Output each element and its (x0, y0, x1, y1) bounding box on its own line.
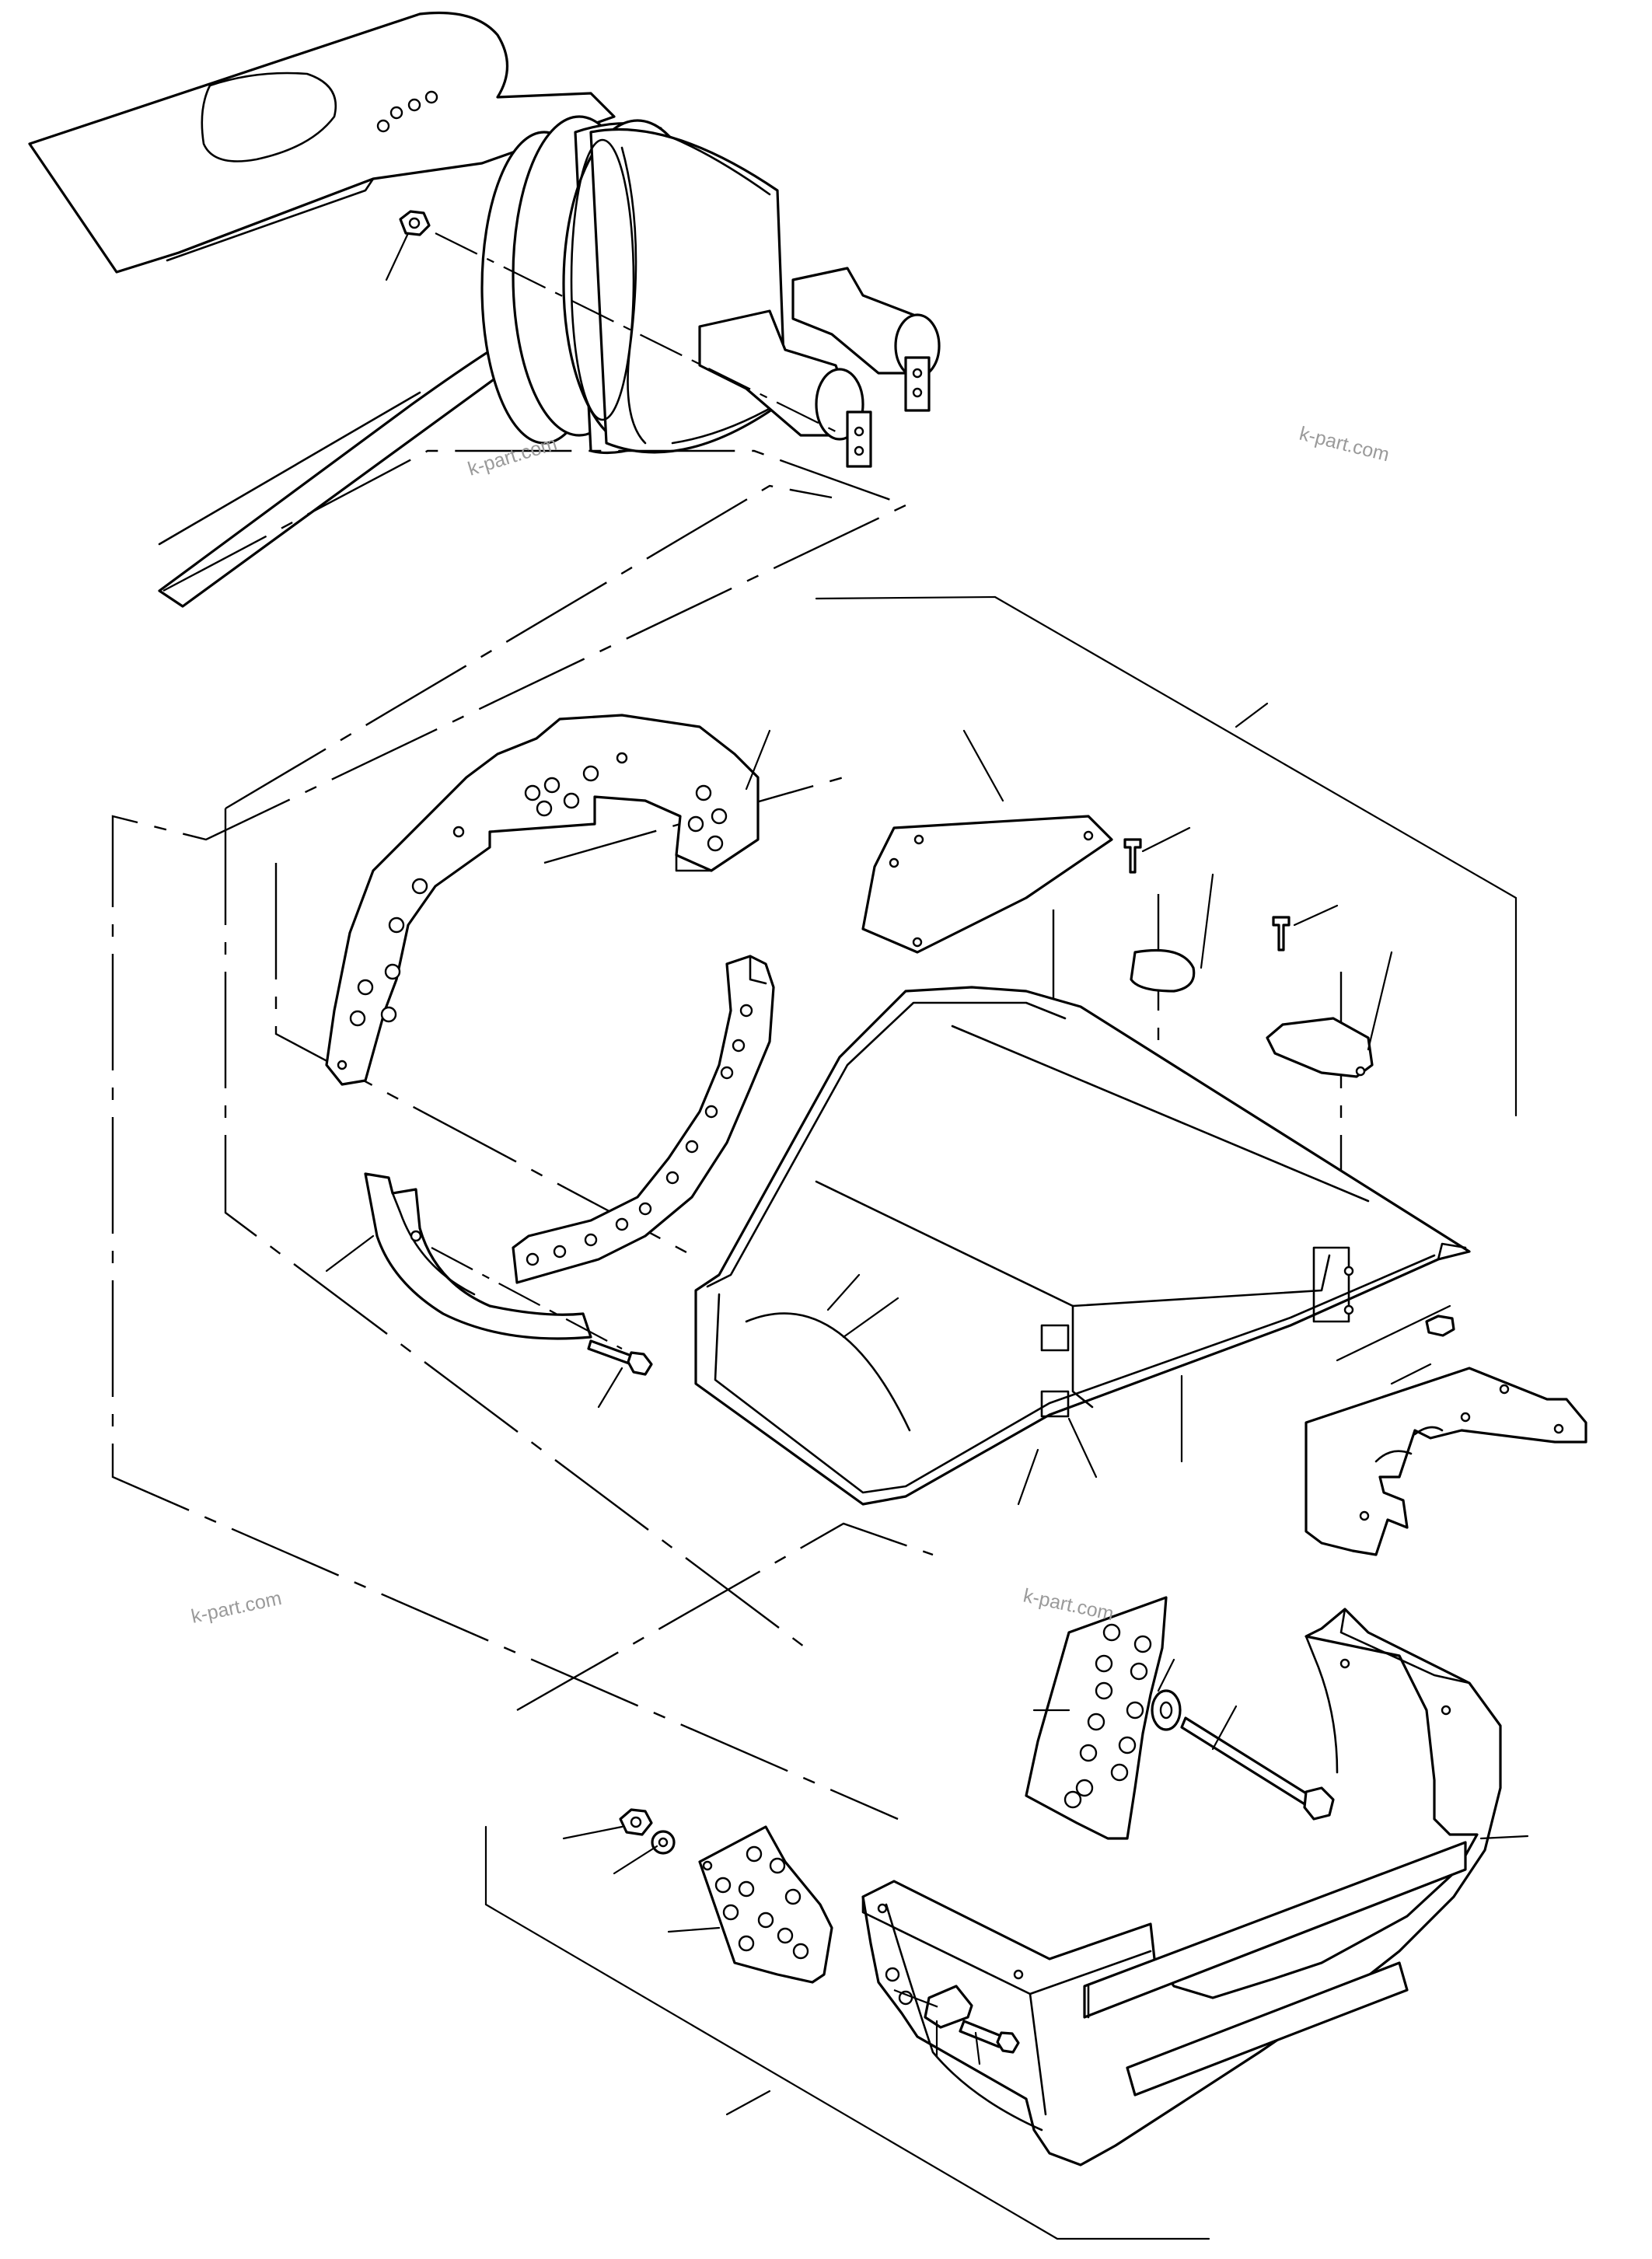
cap-screw (959, 2020, 1020, 2054)
guard-housing (694, 986, 1471, 1506)
hinge-block (1040, 1390, 1070, 1418)
cap-screw (1272, 916, 1291, 951)
watermark: k-part.com (1022, 1584, 1116, 1625)
callout-leaders (325, 232, 1529, 2116)
segment-plate-right (1025, 1596, 1168, 1840)
axle-housing (28, 11, 616, 608)
hex-nut (399, 210, 431, 236)
bolt-hole (376, 119, 390, 133)
watermark: k-part.com (466, 432, 560, 480)
hex-bolt (587, 1339, 653, 1376)
watermark: k-part.com (189, 1587, 283, 1628)
seal-washer (1151, 1689, 1182, 1731)
shaft-end-block (846, 410, 872, 468)
hex-bolt (1425, 1315, 1455, 1337)
lower-half-ring (364, 1172, 592, 1340)
hex-nut (619, 1808, 653, 1836)
round-cover (1130, 948, 1196, 993)
wear-strip-upper (1083, 1841, 1467, 2019)
axle-shaft-right (791, 267, 941, 412)
shaft-end-block (904, 356, 931, 412)
hinge-block (1040, 1324, 1070, 1352)
bolt-hole (424, 90, 438, 104)
upper-segment-ring (325, 714, 760, 1086)
lower-segment-ring (512, 955, 775, 1284)
mounting-plate (1304, 1367, 1587, 1556)
cap-screw (1123, 838, 1142, 874)
octagonal-cover (1266, 1017, 1374, 1078)
side-tab (1312, 1246, 1350, 1323)
bushing (924, 1985, 973, 2029)
cover-plate-large (861, 815, 1113, 954)
axle-shaft-left (698, 309, 872, 468)
segment-plate-left (698, 1825, 833, 1984)
wear-strip-lower (1126, 1961, 1409, 2097)
planetary-hub (480, 115, 787, 455)
bolt-hole (407, 98, 421, 112)
watermark: k-part.com (1298, 423, 1392, 466)
long-bolt (1180, 1716, 1335, 1821)
trough-bracket (861, 1608, 1502, 2166)
bolt-hole (389, 106, 403, 120)
washer (651, 1830, 676, 1855)
